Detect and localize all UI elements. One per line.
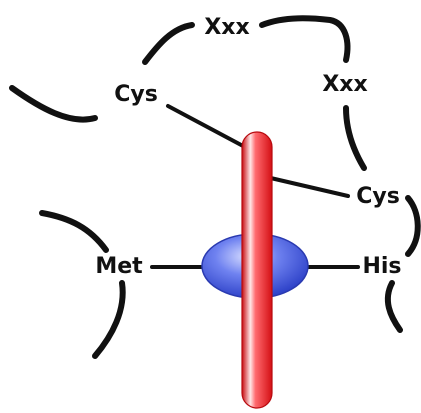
label-xxx-right: Xxx xyxy=(322,72,367,97)
label-xxx-top: Xxx xyxy=(204,15,249,40)
chain-segment-met-upper xyxy=(42,213,106,250)
chain-segment-his-tail xyxy=(388,283,400,330)
chain-segment-right-hook xyxy=(408,198,418,254)
label-his: His xyxy=(362,254,401,279)
label-met: Met xyxy=(95,254,143,279)
bond-cys-right-to-heme xyxy=(262,176,348,196)
chain-segment-left-upper xyxy=(12,88,95,120)
label-cys-right: Cys xyxy=(356,184,400,209)
label-cys-left: Cys xyxy=(114,82,158,107)
chain-segment-right-mid xyxy=(346,108,364,168)
chain-segment-top-left xyxy=(145,25,192,62)
heme-rod xyxy=(242,132,272,408)
chain-segment-top-right xyxy=(262,18,347,60)
chain-segment-met-lower xyxy=(95,283,123,356)
